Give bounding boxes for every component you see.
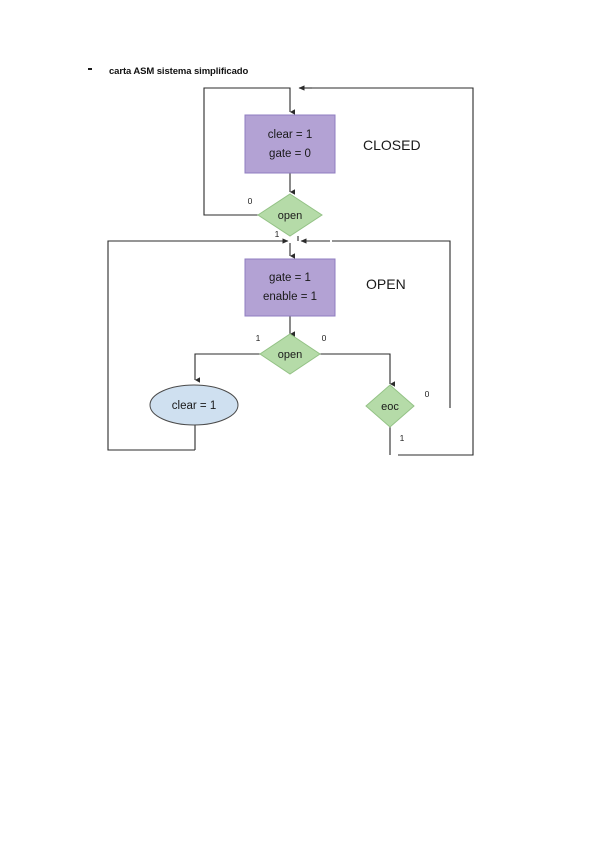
state-closed-output-1: clear = 1 [268,129,312,141]
branch-label-d2-true: 1 [256,333,261,343]
state-box-open-rect[interactable] [244,258,336,317]
bullet-dash-icon [88,68,92,70]
decision-open-2-label: open [278,349,302,361]
branch-label-d3-true: 1 [400,433,405,443]
branch-label-d2-false: 0 [322,333,327,343]
conditional-output-ellipse[interactable] [149,384,239,426]
branch-label-d3-false: 0 [425,389,430,399]
state-open-output-1: gate = 1 [269,272,311,284]
edge-d2-true-to-cond-output [194,353,266,383]
decision-eoc[interactable]: eoc [365,384,415,428]
state-open-output-2: enable = 1 [263,291,317,303]
edge-d1-false-to-closed [203,87,295,216]
state-box-open[interactable]: gate = 1 enable = 1 [244,258,336,317]
state-name-closed: CLOSED [363,137,421,153]
decision-open-1-label: open [278,210,302,222]
edge-d2-false-to-d3 [315,353,395,387]
edge-d3-false-to-open [332,240,451,408]
branch-label-d1-false: 0 [248,196,253,206]
state-closed-output-2: gate = 0 [269,148,311,160]
decision-eoc-diamond[interactable] [365,384,415,428]
decision-open-1-diamond[interactable] [257,193,323,237]
edge-cond-output-to-open [107,240,262,451]
document-title-row: carta ASM sistema simplificado [88,66,248,77]
decision-open-2-diamond[interactable] [259,333,321,375]
conditional-output-label: clear = 1 [172,400,216,412]
page-title: carta ASM sistema simplificado [109,66,249,77]
decision-open-2[interactable]: open [259,333,321,375]
conditional-output-clear[interactable]: clear = 1 [149,384,239,426]
decision-open-1[interactable]: open [257,193,323,237]
state-box-closed[interactable]: clear = 1 gate = 0 [244,114,336,174]
edge-d3-true-to-closed [312,87,474,456]
branch-label-d1-true: 1 [275,229,280,239]
connector-lines [107,85,474,456]
state-box-closed-rect[interactable] [244,114,336,174]
decision-eoc-label: eoc [381,401,399,413]
state-name-open: OPEN [366,276,406,292]
